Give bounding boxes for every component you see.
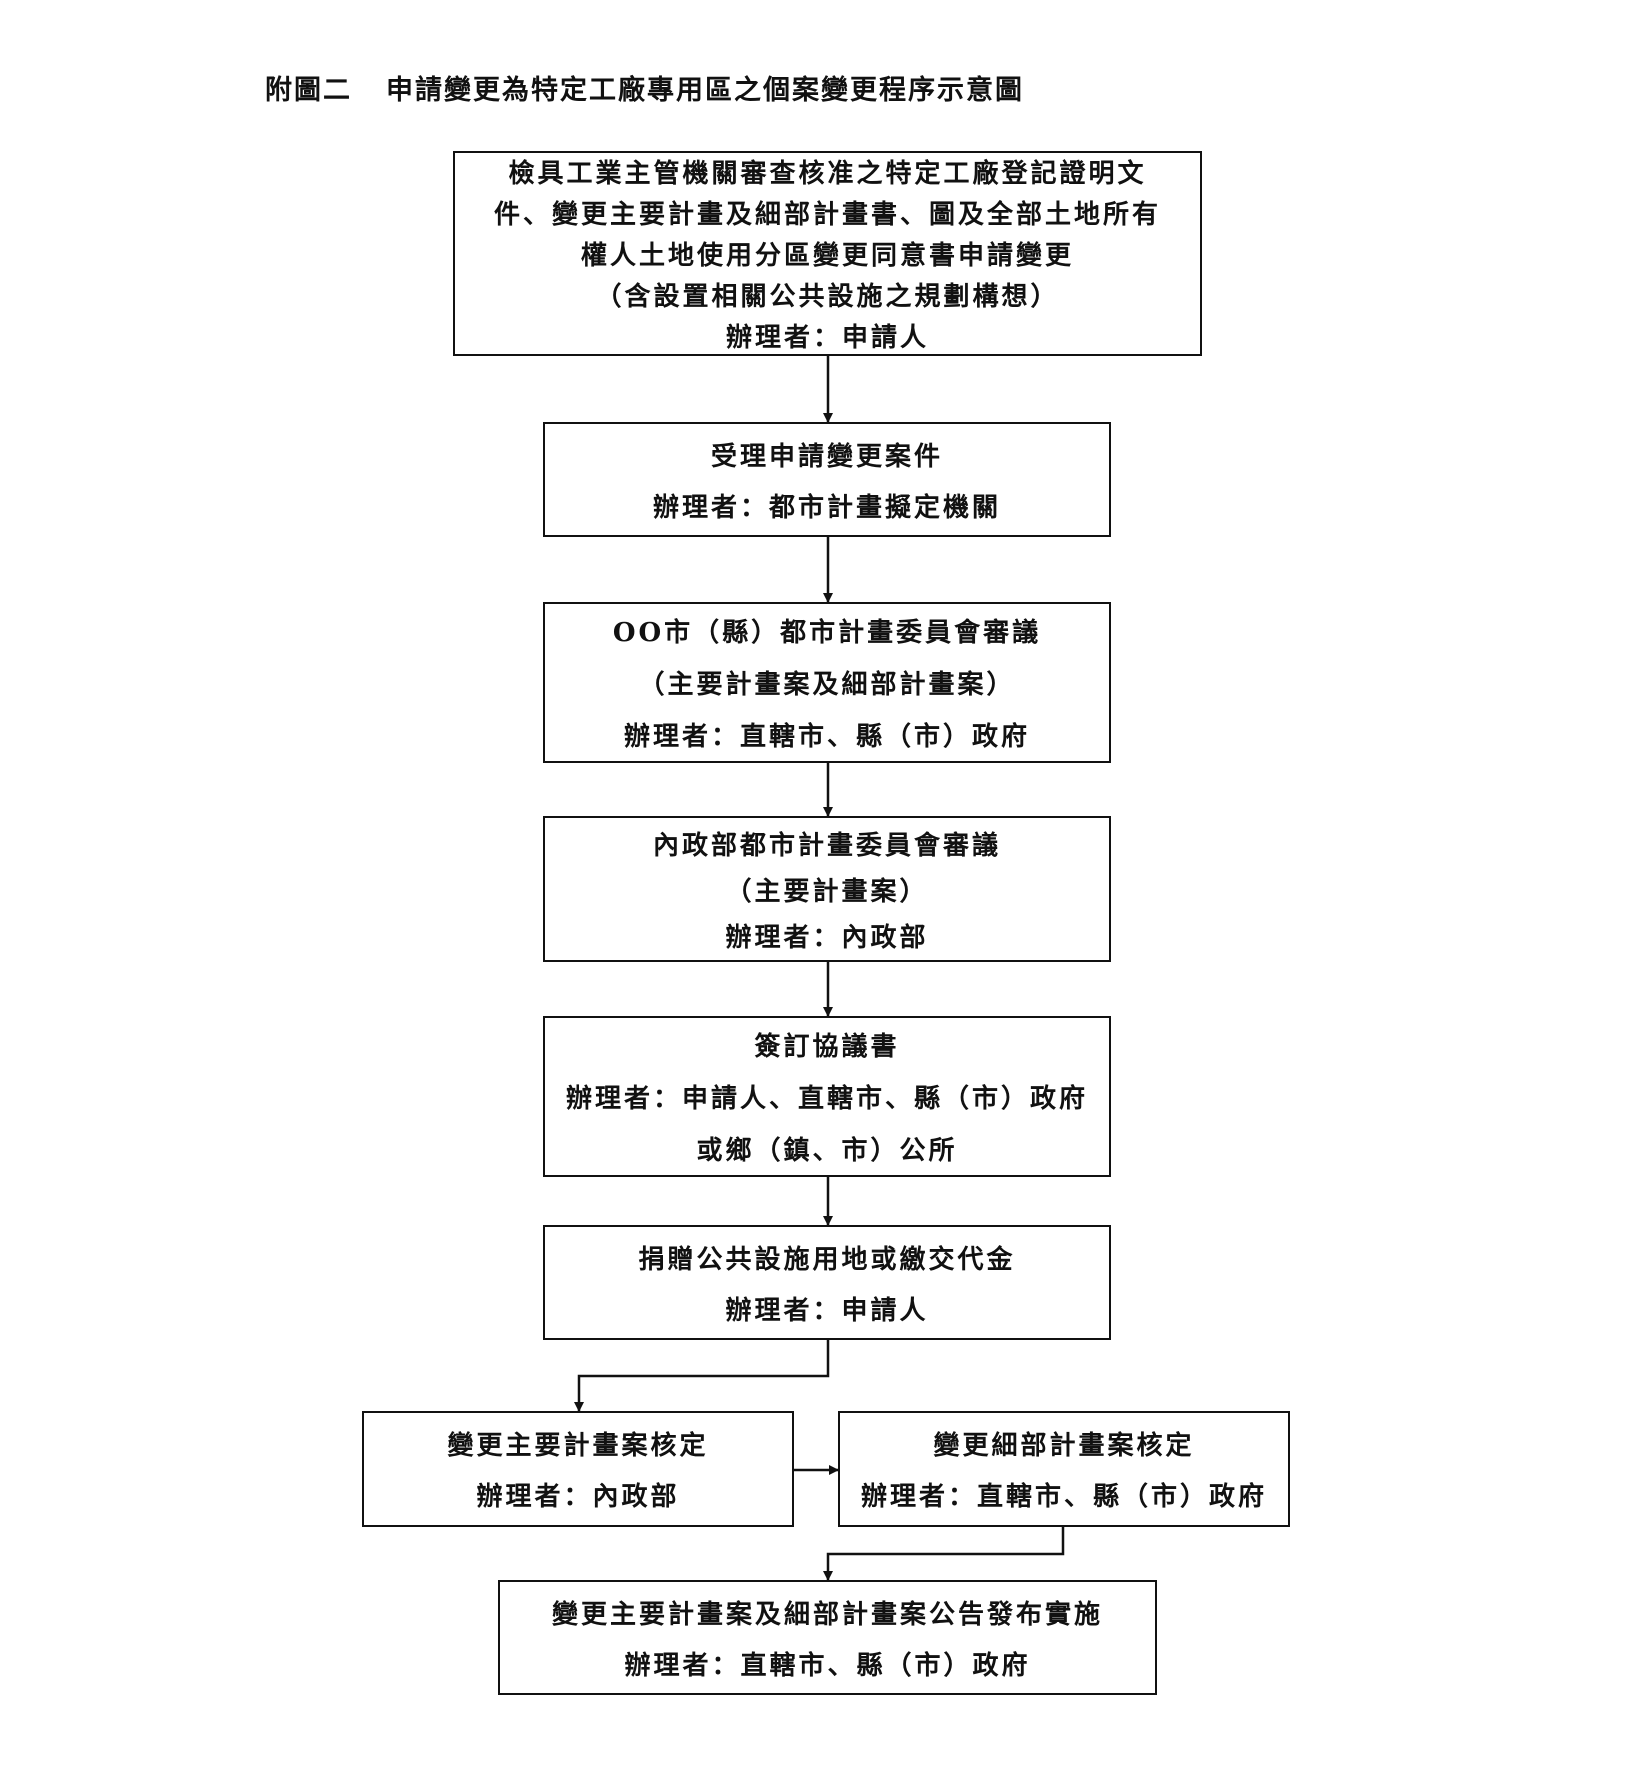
step-3-line-2: （主要計畫案及細部計畫案） [638,670,1016,700]
step-4-line-1: 內政部都市計畫委員會審議 [652,830,1001,861]
step-3-box: OO市（縣）都市計畫委員會審議 （主要計畫案及細部計畫案） 辦理者：直轄市、縣（… [543,602,1111,763]
step-6-line-1: 捐贈公共設施用地或繳交代金 [638,1244,1016,1275]
arrow-step6-to-step7 [574,1340,830,1412]
step-3-line-1: OO市（縣）都市計畫委員會審議 [612,618,1042,648]
step-5-handler: 辦理者：申請人、直轄市、縣（市）政府 [565,1084,1088,1114]
step-1-line-2: 件、變更主要計畫及細部計畫書、圖及全部土地所有 [493,200,1161,230]
step-1-line-3: 權人土地使用分區變更同意書申請變更 [580,241,1074,271]
step-2-box: 受理申請變更案件 辦理者：都市計畫擬定機關 [543,422,1111,537]
step-5-line-1: 簽訂協議書 [754,1032,900,1062]
step-1-line-4: （含設置相關公共設施之規劃構想） [595,282,1060,312]
step-2-handler: 辦理者：都市計畫擬定機關 [652,492,1001,523]
step-8-line-1: 變更細部計畫案核定 [933,1431,1195,1461]
step-1-box: 檢具工業主管機關審查核准之特定工廠登記證明文 件、變更主要計畫及細部計畫書、圖及… [453,151,1202,356]
step-2-line-1: 受理申請變更案件 [710,441,943,472]
step-5-box: 簽訂協議書 辦理者：申請人、直轄市、縣（市）政府 或鄉（鎮、市）公所 [543,1016,1111,1177]
step-6-handler: 辦理者：申請人 [725,1295,929,1326]
step-1-line-1: 檢具工業主管機關審查核准之特定工廠登記證明文 [508,159,1147,189]
step-7-line-1: 變更主要計畫案核定 [447,1431,709,1461]
arrow-step8-to-step9 [823,1527,1065,1581]
step-9-box: 變更主要計畫案及細部計畫案公告發布實施 辦理者：直轄市、縣（市）政府 [498,1580,1157,1695]
step-4-box: 內政部都市計畫委員會審議 （主要計畫案） 辦理者：內政部 [543,816,1111,962]
step-8-box: 變更細部計畫案核定 辦理者：直轄市、縣（市）政府 [838,1411,1290,1527]
step-5-handler-cont: 或鄉（鎮、市）公所 [696,1136,958,1166]
figure-label: 附圖二 [265,75,352,106]
figure-caption: 申請變更為特定工廠專用區之個案變更程序示意圖 [386,75,1024,106]
step-8-handler: 辦理者：直轄市、縣（市）政府 [860,1482,1267,1512]
step-7-box: 變更主要計畫案核定 辦理者：內政部 [362,1411,794,1527]
step-7-handler: 辦理者：內政部 [476,1482,680,1512]
step-1-handler: 辦理者：申請人 [725,323,929,353]
step-6-box: 捐贈公共設施用地或繳交代金 辦理者：申請人 [543,1225,1111,1340]
diagram-title: 附圖二 申請變更為特定工廠專用區之個案變更程序示意圖 [265,68,1024,107]
step-9-handler: 辦理者：直轄市、縣（市）政府 [624,1650,1031,1681]
step-4-line-2: （主要計畫案） [725,876,929,907]
step-3-handler: 辦理者：直轄市、縣（市）政府 [623,722,1030,752]
step-4-handler: 辦理者：內政部 [725,922,929,953]
step-9-line-1: 變更主要計畫案及細部計畫案公告發布實施 [551,1599,1103,1630]
